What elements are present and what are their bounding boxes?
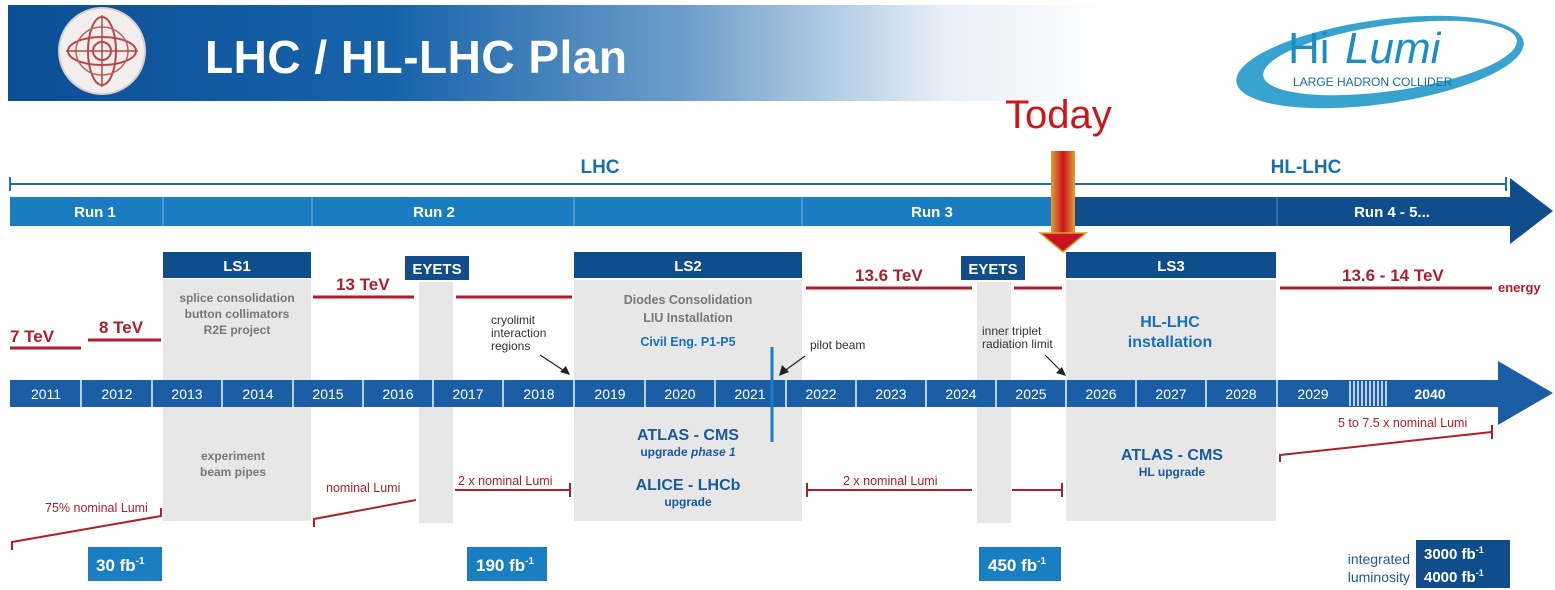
year-2014: 2014 [242,386,273,402]
year-2040: 2040 [1414,386,1445,402]
integrated-lumi-run3: 450 fb-1 [979,547,1061,581]
ls2-civil-eng: Civil Eng. P1-P5 [640,335,735,349]
header-band [8,5,1108,101]
lumi-run2b: 2 x nominal Lumi [458,474,553,488]
svg-text:30 fb-1: 30 fb-1 [96,556,145,575]
year-2015: 2015 [312,386,343,402]
era-hl-lhc-label: HL-LHC [1271,157,1342,178]
ls2-label: LS2 [674,258,702,275]
run-4-5-label: Run 4 - 5... [1354,204,1430,221]
cryolimit-label-1: cryolimit [491,313,536,327]
year-2029: 2029 [1297,386,1328,402]
integrated-label-2: luminosity [1348,569,1410,585]
logo-lumi-text: Lumi [1345,24,1442,73]
integrated-label-1: integrated [1348,551,1410,567]
ls1-works-2: button collimators [185,307,290,321]
ls2-alice-lhcb: ALICE - LHCb [636,477,741,494]
logo-hi-text: Hi [1288,24,1330,73]
year-2013: 2013 [171,386,202,402]
ls2-atlas-cms: ATLAS - CMS [637,427,739,444]
run-1-label: Run 1 [74,204,116,221]
luminosity-track [11,425,1493,550]
year-2022: 2022 [805,386,836,402]
lumi-hl: 5 to 7.5 x nominal Lumi [1338,416,1467,430]
year-2018: 2018 [523,386,554,402]
runs-band: Run 1 Run 2 Run 3 Run 4 - 5... [10,178,1553,244]
svg-text:450 fb-1: 450 fb-1 [988,556,1046,575]
svg-text:4000 fb-1: 4000 fb-1 [1424,568,1484,586]
year-2012: 2012 [101,386,132,402]
today-arrow [1037,151,1089,253]
ls1-works-1: splice consolidation [179,291,294,305]
integrated-lumi-run1: 30 fb-1 [88,547,162,581]
logo-subtitle: LARGE HADRON COLLIDER [1293,75,1453,89]
integrated-lumi-hl: 3000 fb-1 4000 fb-1 [1416,540,1510,588]
energy-track [10,286,1492,350]
cern-logo [58,7,146,95]
inner-triplet-label-1: inner triplet [982,324,1042,338]
hilumi-logo: Hi Lumi LARGE HADRON COLLIDER [1235,7,1555,109]
ls3-atlas-cms: ATLAS - CMS [1121,447,1223,464]
lumi-run3: 2 x nominal Lumi [843,474,938,488]
energy-7tev: 7 TeV [10,327,55,346]
energy-13tev: 13 TeV [336,275,390,294]
year-2016: 2016 [382,386,413,402]
year-2028: 2028 [1225,386,1256,402]
era-lhc-label: LHC [580,157,619,178]
svg-text:190 fb-1: 190 fb-1 [476,556,534,575]
year-axis: 2011 2012 2013 2014 2015 2016 2017 2018 … [10,361,1553,425]
year-2023: 2023 [875,386,906,402]
run-2-label: Run 2 [413,204,455,221]
lumi-run1: 75% nominal Lumi [45,501,148,515]
year-2019: 2019 [594,386,625,402]
year-2025: 2025 [1015,386,1046,402]
ls1-works-3: R2E project [204,323,271,337]
year-2027: 2027 [1155,386,1186,402]
ls1-experiment-1: experiment [201,449,265,463]
year-2026: 2026 [1085,386,1116,402]
ls2-works-1: Diodes Consolidation [624,293,752,307]
inner-triplet-label-2: radiation limit [982,337,1053,351]
today-label: Today [1005,93,1112,137]
year-2021: 2021 [734,386,765,402]
eyets-2-label: EYETS [968,261,1017,278]
cryolimit-label-3: regions [491,339,530,353]
lumi-run2a: nominal Lumi [326,481,400,495]
ls1-label: LS1 [223,258,251,275]
ls3-hl-upgrade: HL upgrade [1139,465,1206,479]
integrated-lumi-run2: 190 fb-1 [467,547,547,581]
pilot-beam-label: pilot beam [810,338,865,352]
year-2011: 2011 [31,386,61,402]
energy-13-6-14tev: 13.6 - 14 TeV [1342,266,1444,285]
ls3-works-1: HL-LHC [1140,314,1200,331]
cryolimit-label-2: interaction [491,326,546,340]
ls3-label: LS3 [1157,258,1185,275]
page-title: LHC / HL-LHC Plan [205,31,628,83]
year-2020: 2020 [664,386,695,402]
ls2-upgrade: upgrade [664,495,712,509]
ls1-experiment-2: beam pipes [200,465,266,479]
year-2024: 2024 [945,386,976,402]
ls2-upgrade-phase1: upgrade phase 1 [640,445,736,459]
energy-axis-label: energy [1498,280,1541,295]
run-3-label: Run 3 [911,204,953,221]
energy-8tev: 8 TeV [99,318,144,337]
eyets-1-label: EYETS [412,261,461,278]
year-2017: 2017 [452,386,483,402]
svg-text:3000 fb-1: 3000 fb-1 [1424,545,1484,563]
ls2-works-2: LIU Installation [643,311,733,325]
energy-13-6tev: 13.6 TeV [855,266,923,285]
ls3-works-2: installation [1128,334,1212,351]
